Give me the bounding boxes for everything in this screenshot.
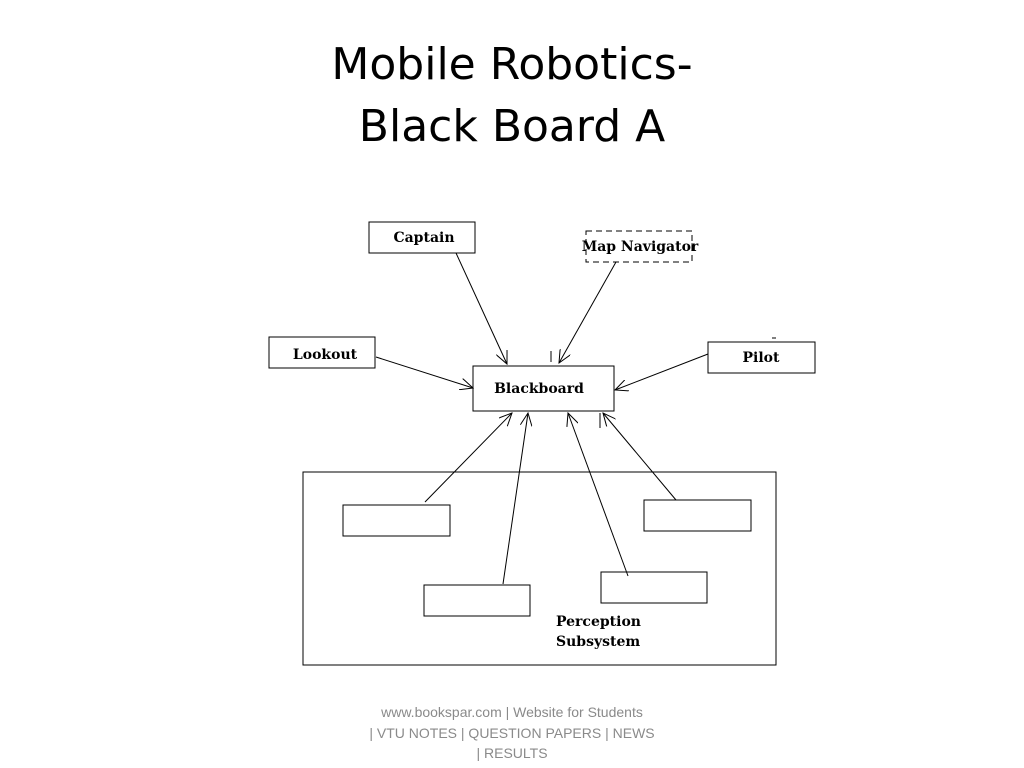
pilot-label: Pilot <box>743 350 781 366</box>
footer-line-3: | RESULTS <box>476 745 548 761</box>
footer-credit: www.bookspar.com | Website for Students … <box>352 702 672 764</box>
slide-title: Mobile Robotics- Black Board A <box>0 34 1024 158</box>
captain-node: Captain <box>368 221 476 254</box>
lookout-label: Lookout <box>293 347 358 363</box>
footer-line-2: | VTU NOTES | QUESTION PAPERS | NEWS <box>369 724 655 741</box>
blackboard-label: Blackboard <box>494 381 584 397</box>
arrow-sensor1-to-blackboard <box>424 413 512 503</box>
arrow-sensor4-to-blackboard <box>568 413 629 577</box>
perception-subsystem: Perception Subsystem <box>302 471 777 666</box>
arrow-pilot-to-blackboard <box>615 353 709 390</box>
lookout-node: Lookout <box>268 336 376 369</box>
captain-label: Captain <box>393 230 454 246</box>
sensor-box <box>342 504 451 537</box>
title-line-1: Mobile Robotics- <box>331 39 693 90</box>
footer-line-1: www.bookspar.com | Website for Students <box>381 704 643 720</box>
map-navigator-label: Map Navigator <box>582 239 699 255</box>
blackboard-node: Blackboard <box>472 365 615 412</box>
arrow-captain-to-blackboard <box>455 252 507 364</box>
arrow-navigator-to-blackboard <box>559 261 617 363</box>
arrow-sensor3-to-blackboard <box>502 413 528 585</box>
sensor-box <box>600 571 708 604</box>
perception-label-line-2: Subsystem <box>556 634 640 650</box>
pilot-node: Pilot <box>707 341 816 374</box>
map-navigator-node: Map Navigator <box>582 230 699 263</box>
arrow-lookout-to-blackboard <box>375 356 473 388</box>
title-line-2: Black Board A <box>358 101 666 152</box>
sensor-box <box>423 584 531 617</box>
sensor-box <box>643 499 752 532</box>
arrow-sensor2-to-blackboard <box>603 413 677 501</box>
perception-label-line-1: Perception <box>556 614 641 630</box>
